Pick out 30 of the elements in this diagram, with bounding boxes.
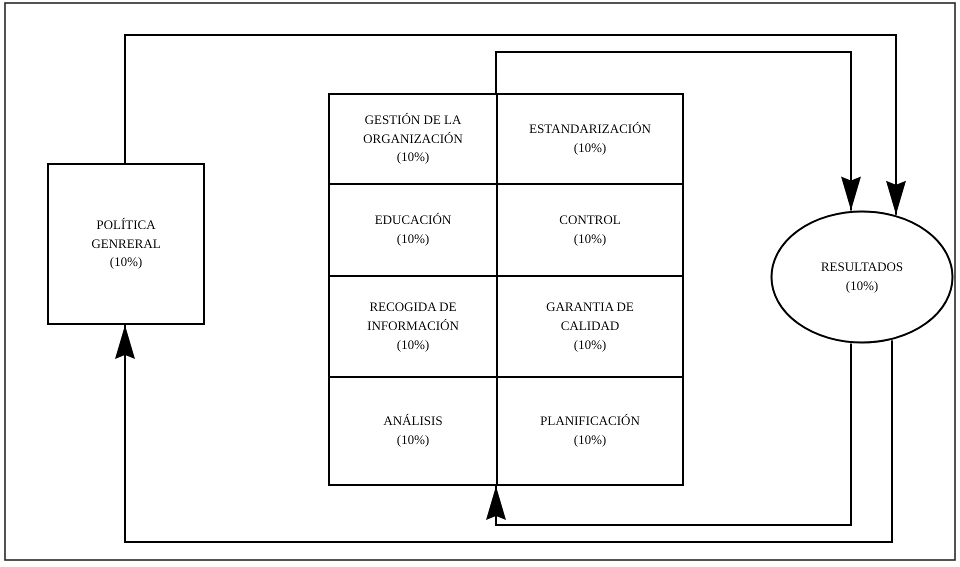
percentage-label: (10%) — [396, 230, 430, 248]
percentage-label: (10%) — [396, 431, 430, 449]
table-cell — [330, 185, 498, 277]
node-title: POLÍTICA GENRERAL — [90, 216, 162, 253]
process-box — [47, 163, 205, 325]
node-title: ESTANDARIZACIÓN — [529, 120, 651, 138]
percentage-label: (10%) — [574, 431, 606, 449]
node-title: GARANTIA DE CALIDAD — [545, 298, 635, 336]
node-title: EDUCACIÓN — [374, 211, 452, 230]
node-title: ANÁLISIS — [383, 412, 443, 430]
percentage-label: (10%) — [574, 230, 606, 248]
percentage-label: (10%) — [396, 148, 430, 166]
result-ellipse — [770, 210, 954, 344]
percentage-label: (10%) — [574, 336, 606, 354]
percentage-label: (10%) — [846, 277, 878, 295]
table-cell — [330, 277, 498, 378]
matrix-table — [328, 93, 684, 486]
percentage-label: (10%) — [110, 253, 142, 272]
arrow — [486, 344, 852, 526]
percentage-label: (10%) — [574, 139, 606, 157]
arrow — [495, 51, 861, 210]
arrow — [115, 325, 893, 543]
node-title: RECOGIDA DE INFORMACIÓN — [366, 298, 460, 336]
node-title: RESULTADOS — [820, 258, 904, 276]
table-cell — [330, 95, 498, 185]
node-title: CONTROL — [559, 211, 621, 230]
node-title: PLANIFICACIÓN — [540, 412, 640, 430]
arrow — [124, 34, 906, 215]
node-title: GESTIÓN DE LA ORGANIZACIÓN — [362, 110, 464, 148]
percentage-label: (10%) — [396, 336, 430, 354]
